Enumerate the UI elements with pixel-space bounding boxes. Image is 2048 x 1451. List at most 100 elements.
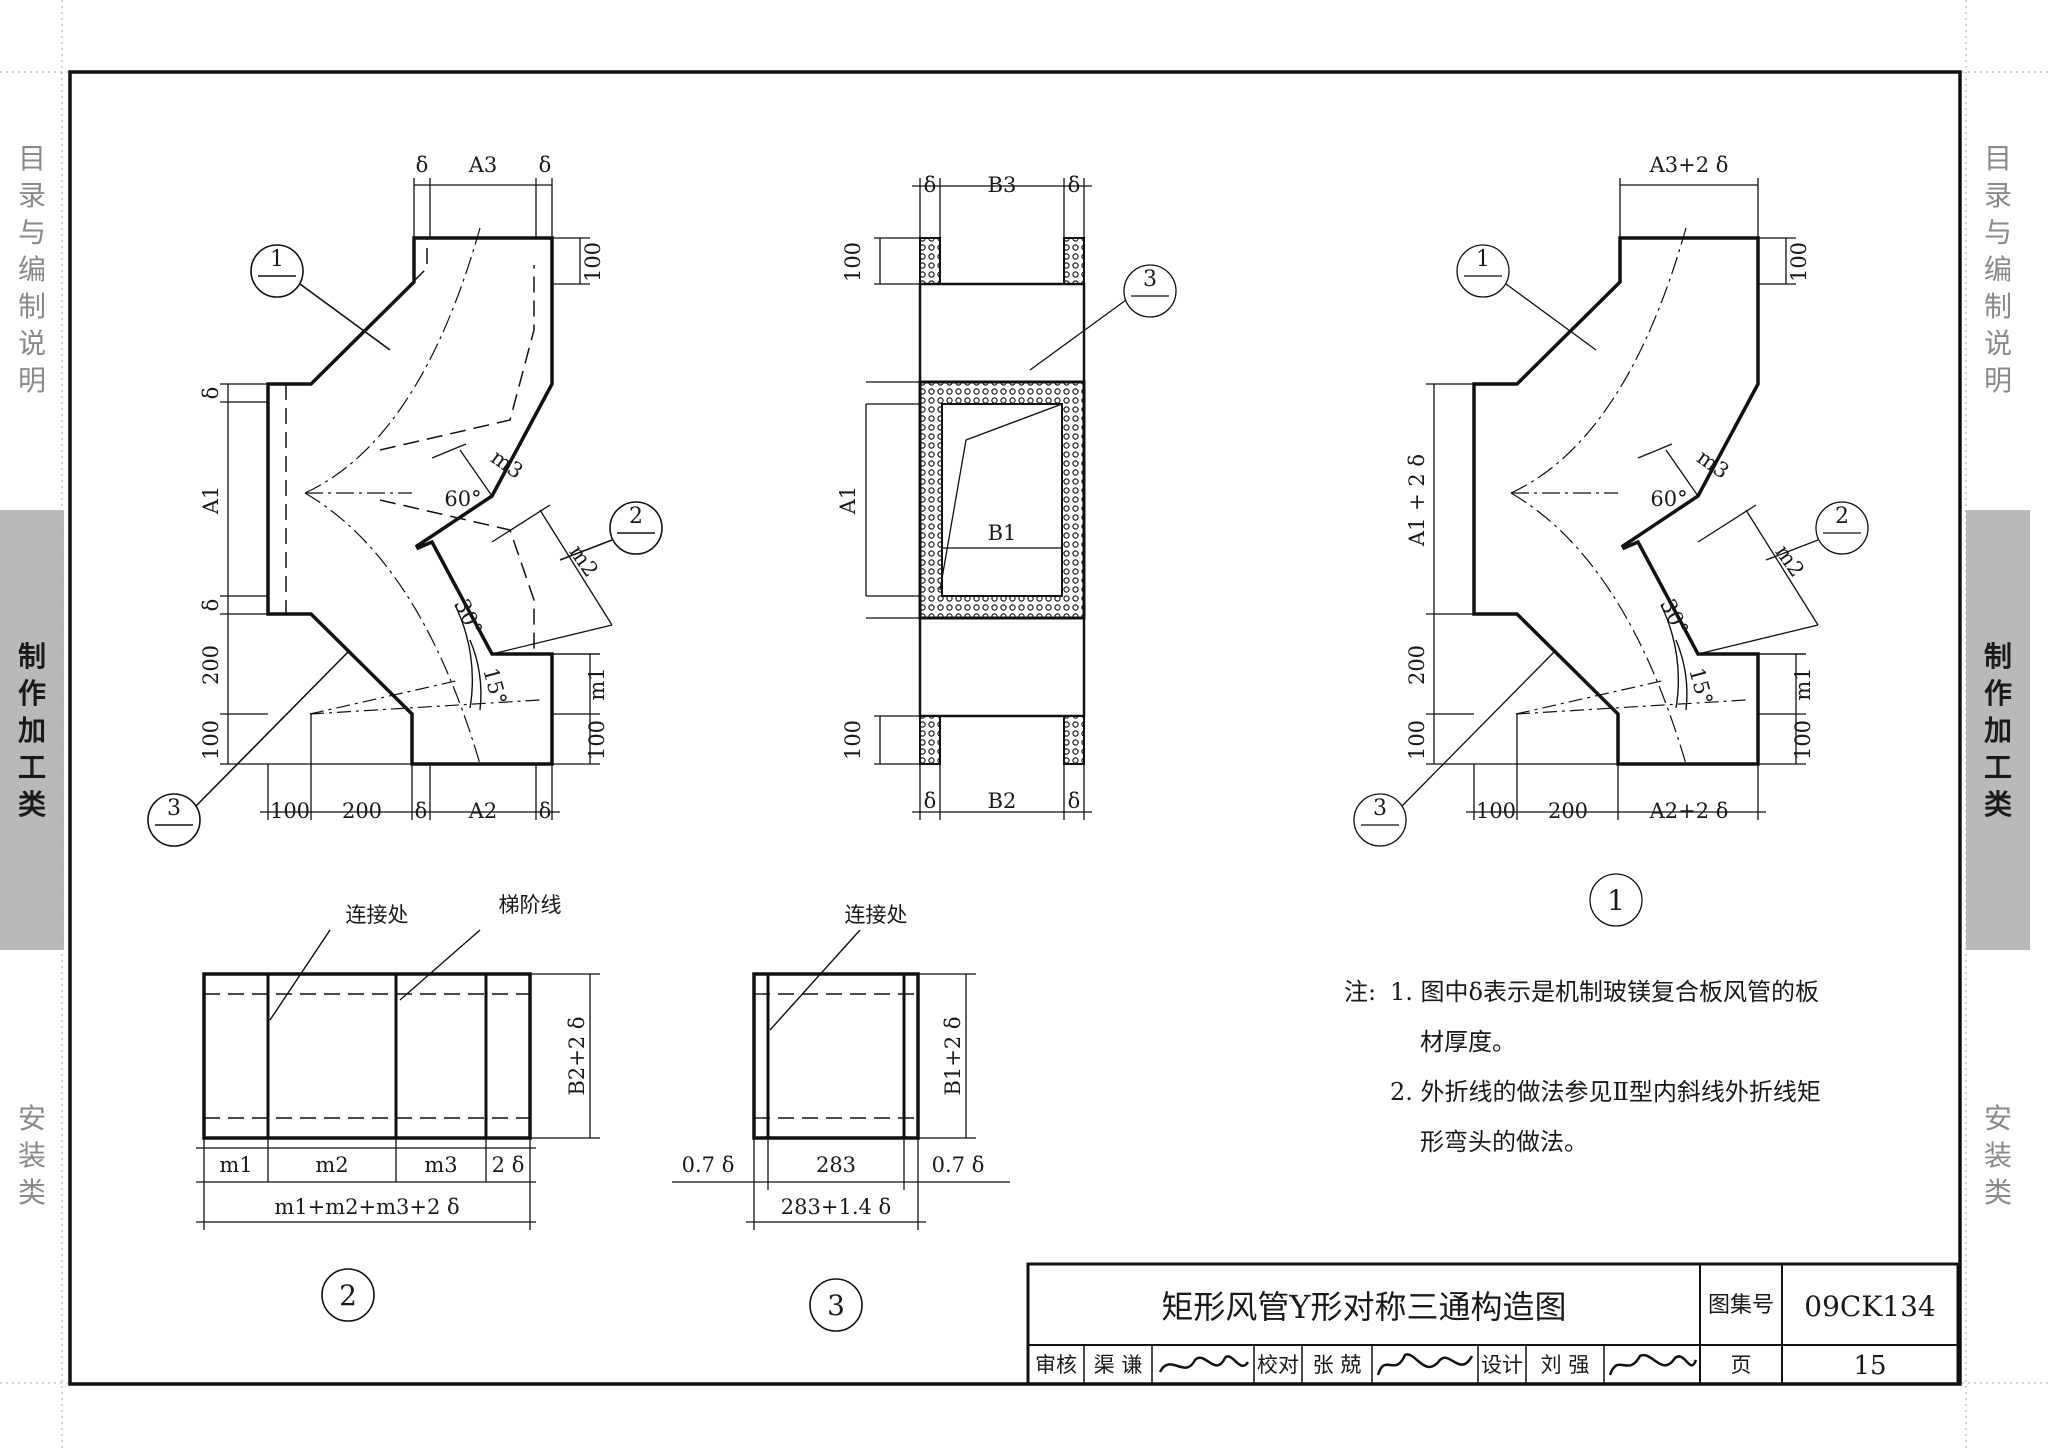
side-tab-char: 加 xyxy=(1983,713,2012,747)
fig1-plan xyxy=(266,227,554,766)
detail2-labels: 连接处 梯阶线 m1 m2 m3 2 δ m1+m2+m3+2 δ B2+2 δ… xyxy=(219,893,589,1312)
detail2-total: m1+m2+m3+2 δ xyxy=(274,1195,459,1219)
mid-label-b2: B2 xyxy=(988,789,1017,813)
reviewer-name: 渠 谦 xyxy=(1094,1353,1143,1377)
right-label-a2: A2+2 δ xyxy=(1649,799,1729,823)
page-value: 15 xyxy=(1853,1351,1886,1381)
side-tab-right-catalog[interactable]: 目录与编制说明 xyxy=(1966,140,2030,420)
mid-label-delta-tr: δ xyxy=(1068,173,1081,197)
side-tab-text: 目录与编制说明 xyxy=(1984,140,2012,399)
right-label-100-top: 100 xyxy=(1787,242,1811,282)
checker-signature xyxy=(1376,1353,1474,1376)
drawing-border xyxy=(68,70,1962,1386)
fig1-label-100-b: 100 xyxy=(270,799,310,823)
right-label-200: 200 xyxy=(1405,645,1429,685)
side-tab-text: 安装类 xyxy=(18,1100,46,1211)
fig1-label-100-l: 100 xyxy=(199,720,223,760)
fig1-label-delta-l2: δ xyxy=(199,599,223,612)
right-label-100-r: 100 xyxy=(1791,720,1815,760)
detail2-m1: m1 xyxy=(219,1153,252,1177)
drawing-title: 矩形风管Y形对称三通构造图 xyxy=(1161,1288,1566,1326)
mid-label-delta-br: δ xyxy=(1068,789,1081,813)
fig1-label-m2: m2 xyxy=(564,540,603,581)
fig-right-labels: A3+2 δ 100 A1 + 2 δ 200 100 100 200 A2+2… xyxy=(1373,153,1849,917)
detail2-m3: m3 xyxy=(424,1153,457,1177)
fig1-label-delta-tl: δ xyxy=(416,153,429,177)
side-tab-char: 工 xyxy=(1983,750,2012,784)
designer-signature xyxy=(1608,1353,1698,1376)
design-label: 设计 xyxy=(1481,1353,1523,1377)
detail3-07delta-r: 0.7 δ xyxy=(932,1153,985,1177)
notes-prefix: 注: xyxy=(1344,978,1376,1006)
side-tab-right-fabrication[interactable]: 制作加工类 xyxy=(1966,510,2030,950)
right-callout-1: 1 xyxy=(1476,247,1490,272)
notes-line2: 2. 外折线的做法参见Ⅱ型内斜线外折线矩 xyxy=(1390,1078,1821,1106)
side-tab-char: 装 xyxy=(1983,1139,2012,1172)
fig1-label-delta-b1: δ xyxy=(415,799,428,823)
atlas-label: 图集号 xyxy=(1708,1293,1774,1318)
fig1-labels: δ A3 δ 100 δ A1 δ 200 100 100 200 δ A2 δ… xyxy=(199,153,609,823)
atlas-value: 09CK134 xyxy=(1804,1290,1935,1323)
mid-label-a1: A1 xyxy=(836,486,860,516)
right-label-m3: m3 xyxy=(1693,445,1734,484)
title-block-text: 矩形风管Y形对称三通构造图 图集号 09CK134 审核 渠 谦 校对 张 兢 … xyxy=(1035,1288,1936,1381)
side-tab-char: 说 xyxy=(1983,327,2012,360)
fig1-dimensions xyxy=(220,178,613,820)
fig1-label-delta-b2: δ xyxy=(539,799,552,823)
fig1-label-m1: m1 xyxy=(585,667,609,700)
right-callout-3: 3 xyxy=(1373,796,1387,821)
side-tab-left-fabrication[interactable]: 制作加工类 xyxy=(0,510,64,950)
fig-mid-labels: δ B3 δ δ B2 δ 100 A1 100 B1 3 xyxy=(836,173,1157,813)
fig-right-dimensions xyxy=(1353,178,1869,927)
notes-line1: 1. 图中δ表示是机制玻镁复合板风管的板 xyxy=(1390,978,1819,1006)
side-tab-char: 明 xyxy=(17,364,46,397)
side-tab-char: 编 xyxy=(1983,253,2012,286)
mid-label-b3: B3 xyxy=(988,173,1017,197)
side-tab-char: 类 xyxy=(17,787,46,821)
side-tab-char: 作 xyxy=(1983,676,2012,710)
side-tab-char: 制 xyxy=(1983,290,2012,323)
detail3-height: B1+2 δ xyxy=(941,1016,965,1095)
fig-right-plan xyxy=(1472,227,1760,766)
fig1-label-100-r: 100 xyxy=(585,720,609,760)
side-tab-char: 加 xyxy=(17,713,46,747)
side-tab-char: 录 xyxy=(17,179,46,212)
side-tab-char: 装 xyxy=(17,1139,46,1172)
side-tab-char: 编 xyxy=(17,253,46,286)
mid-label-100-bot: 100 xyxy=(841,720,865,760)
title-block xyxy=(1026,1262,1960,1386)
side-tab-char: 安 xyxy=(1983,1102,2012,1135)
side-tab-left-installation[interactable]: 安装类 xyxy=(0,1100,64,1260)
side-tab-char: 作 xyxy=(17,676,46,710)
right-label-200-b: 200 xyxy=(1548,799,1588,823)
fig-number-1: 1 xyxy=(1607,884,1625,917)
fig1-callouts xyxy=(147,244,663,847)
detail2-2delta: 2 δ xyxy=(492,1153,525,1177)
side-tab-char: 制 xyxy=(1983,639,2012,673)
detail2-height: B2+2 δ xyxy=(565,1016,589,1095)
right-label-m2: m2 xyxy=(1770,540,1809,581)
detail3-drawing xyxy=(672,929,1010,1332)
side-tab-char: 与 xyxy=(17,216,46,249)
side-tab-text: 目录与编制说明 xyxy=(18,140,46,399)
side-tab-text: 制作加工类 xyxy=(1984,638,2012,823)
right-label-15: 15° xyxy=(1684,665,1717,707)
fig1-label-delta-l1: δ xyxy=(199,387,223,400)
mid-label-delta-tl: δ xyxy=(924,173,937,197)
right-callout-2: 2 xyxy=(1835,504,1849,529)
fig1-label-delta-tr: δ xyxy=(539,153,552,177)
notes: 注: 1. 图中δ表示是机制玻镁复合板风管的板 材厚度。 2. 外折线的做法参见… xyxy=(1344,978,1821,1156)
mid-callout-3: 3 xyxy=(1143,267,1157,292)
right-label-a1: A1 + 2 δ xyxy=(1405,454,1429,547)
side-tab-char: 说 xyxy=(17,327,46,360)
mid-label-delta-bl: δ xyxy=(924,789,937,813)
fig1-label-15: 15° xyxy=(478,665,511,707)
detail3-07delta-l: 0.7 δ xyxy=(682,1153,735,1177)
fig1-label-60: 60° xyxy=(444,487,481,511)
side-tab-left-catalog[interactable]: 目录与编制说明 xyxy=(0,140,64,420)
fig-mid-dimensions xyxy=(865,178,1177,820)
side-tab-char: 明 xyxy=(1983,364,2012,397)
side-tab-right-installation[interactable]: 安装类 xyxy=(1966,1100,2030,1260)
mid-label-b1: B1 xyxy=(988,521,1017,545)
detail2-joint-label: 连接处 xyxy=(346,903,409,927)
